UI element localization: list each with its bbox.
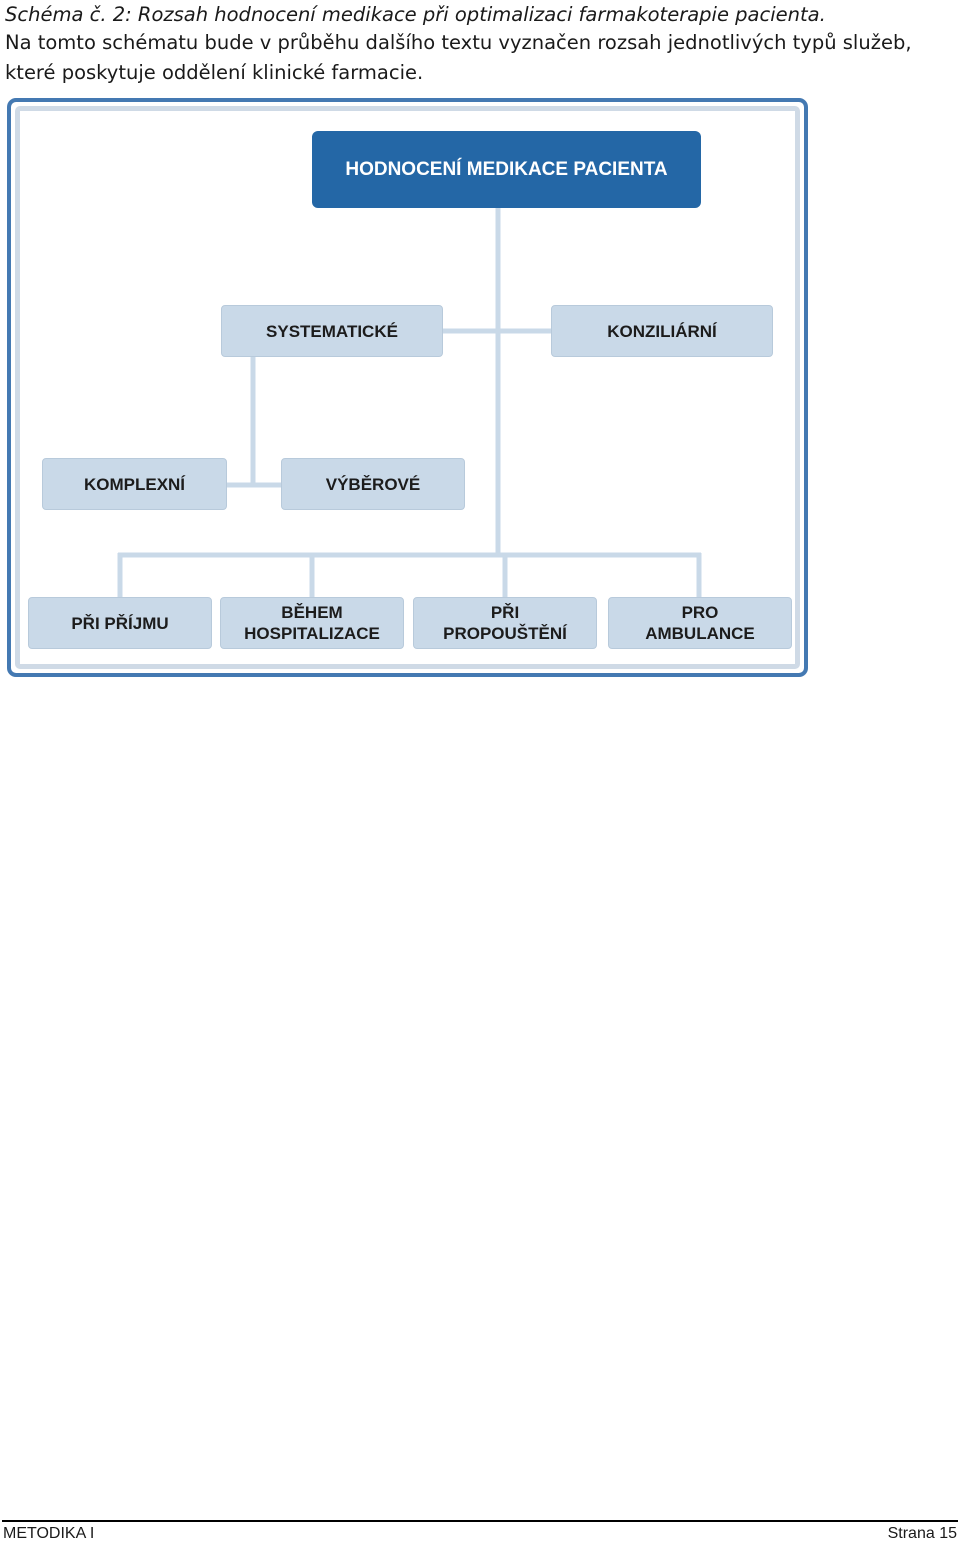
node-ambulance-line-1: PRO [681,603,719,622]
node-consult: KONZILIÁRNÍ [551,305,773,357]
node-discharge-line-1: PŘI [490,603,520,622]
intro-line-2: které poskytuje oddělení klinické farmac… [5,61,424,84]
footer-page-number: Strana 15 [887,1525,957,1542]
intro-line-1: Na tomto schématu bude v průběhu dalšího… [5,31,912,54]
node-systematic: SYSTEMATICKÉ [221,305,443,357]
node-hospitalization: BĚHEM HOSPITALIZACE [220,597,404,649]
diagram-connectors [117,207,702,598]
node-selective: VÝBĚROVÉ [281,458,465,510]
diagram-frame [7,98,808,677]
intro-paragraph: Na tomto schématu bude v průběhu dalšího… [5,28,960,88]
node-discharge: PŘI PROPOUŠTĚNÍ [413,597,597,649]
node-admission: PŘI PŘÍJMU [28,597,212,649]
node-ambulance-line-2: AMBULANCE [645,624,755,643]
node-complex: KOMPLEXNÍ [42,458,227,510]
node-medication-review: HODNOCENÍ MEDIKACE PACIENTA [312,131,701,208]
node-ambulance: PRO AMBULANCE [608,597,792,649]
node-discharge-line-2: PROPOUŠTĚNÍ [443,624,567,643]
diagram-frame-inner [15,106,800,669]
node-hospitalization-line-1: BĚHEM [281,603,343,622]
footer-document-name: METODIKA I [3,1525,95,1542]
figure-caption: Schéma č. 2: Rozsah hodnocení medikace p… [5,3,826,26]
footer-rule [2,1520,958,1522]
node-hospitalization-line-2: HOSPITALIZACE [244,624,380,643]
